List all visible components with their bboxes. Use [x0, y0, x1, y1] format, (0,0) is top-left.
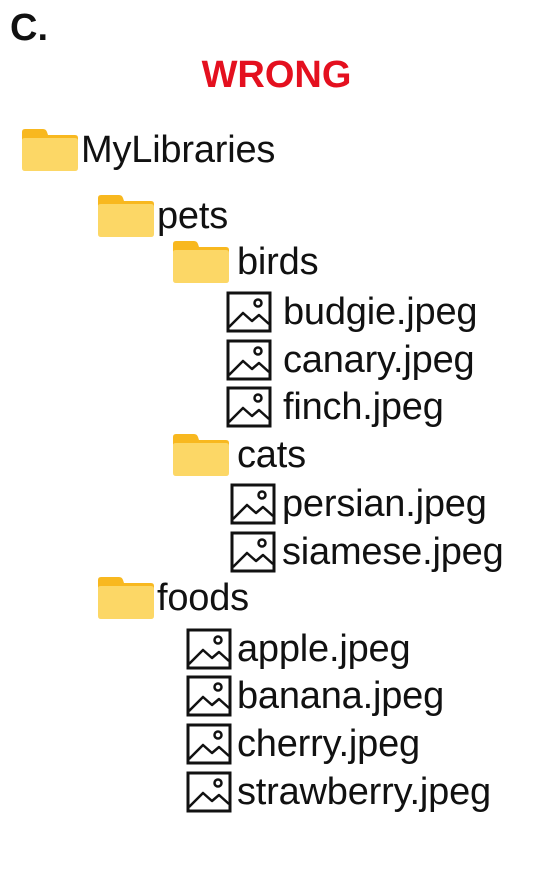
image-file-icon [226, 386, 272, 428]
tree-folder-birds[interactable]: birds [172, 239, 319, 285]
image-file-icon [186, 771, 232, 813]
folder-label: foods [157, 577, 249, 619]
file-label: strawberry.jpeg [237, 771, 491, 813]
tree-file-apple[interactable]: apple.jpeg [186, 626, 411, 672]
tree-file-cherry[interactable]: cherry.jpeg [186, 721, 420, 767]
folder-icon [98, 577, 154, 619]
panel-label: C. [10, 7, 48, 49]
folder-icon [98, 195, 154, 237]
tree-folder-foods[interactable]: foods [97, 575, 249, 621]
folder-icon [173, 241, 229, 283]
image-file-icon [186, 675, 232, 717]
file-label: banana.jpeg [237, 675, 445, 717]
folder-label: pets [157, 195, 229, 237]
image-file-icon [186, 723, 232, 765]
image-file-icon [226, 291, 272, 333]
folder-label: MyLibraries [81, 129, 276, 171]
tree-file-siamese[interactable]: siamese.jpeg [230, 529, 504, 575]
tree-file-budgie[interactable]: budgie.jpeg [226, 289, 478, 335]
tree-file-canary[interactable]: canary.jpeg [226, 337, 475, 383]
folder-icon [22, 129, 78, 171]
image-file-icon [230, 483, 276, 525]
tree-file-finch[interactable]: finch.jpeg [226, 384, 444, 430]
file-label: budgie.jpeg [283, 291, 478, 333]
tree-folder-mylibraries[interactable]: MyLibraries [21, 127, 275, 173]
file-label: cherry.jpeg [237, 723, 420, 765]
image-file-icon [230, 531, 276, 573]
image-file-icon [186, 628, 232, 670]
tree-file-strawberry[interactable]: strawberry.jpeg [186, 769, 491, 815]
file-label: finch.jpeg [283, 386, 444, 428]
file-label: siamese.jpeg [282, 531, 504, 573]
tree-folder-cats[interactable]: cats [172, 432, 306, 478]
image-file-icon [226, 339, 272, 381]
folder-icon [173, 434, 229, 476]
file-label: apple.jpeg [237, 628, 411, 670]
file-label: canary.jpeg [283, 339, 475, 381]
tree-folder-pets[interactable]: pets [97, 193, 228, 239]
folder-label: cats [237, 434, 306, 476]
file-label: persian.jpeg [282, 483, 487, 525]
verdict-label: WRONG [201, 54, 352, 96]
tree-file-banana[interactable]: banana.jpeg [186, 673, 444, 719]
tree-file-persian[interactable]: persian.jpeg [230, 481, 487, 527]
folder-label: birds [237, 241, 319, 283]
